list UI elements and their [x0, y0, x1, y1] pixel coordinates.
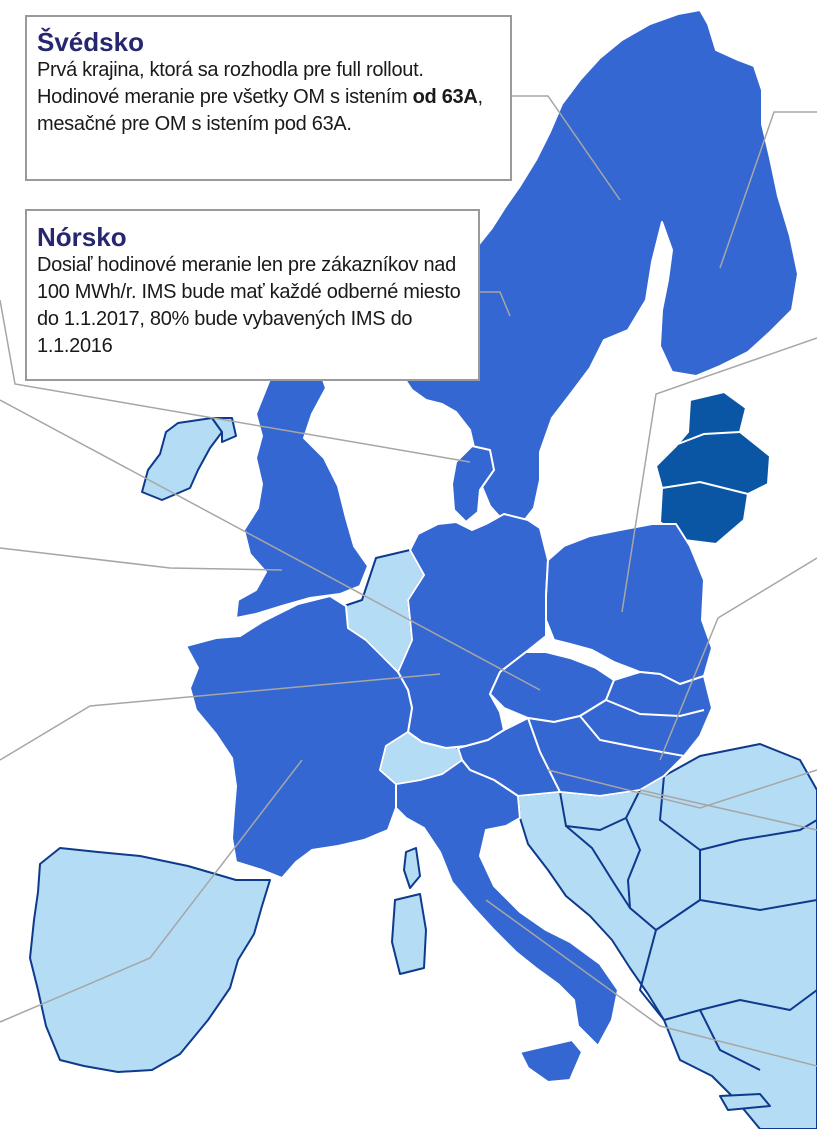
region-sardinia [391, 893, 427, 975]
callout-text: Dosiaľ hodinové meranie len pre zákazník… [37, 254, 461, 357]
region-great-britain [235, 361, 369, 619]
region-sicily [519, 1039, 583, 1083]
region-ireland [141, 417, 223, 501]
baltics [655, 391, 771, 545]
leader-lines [0, 95, 817, 1067]
callout-norway: Nórsko Dosiaľ hodinové meranie len pre z… [25, 209, 480, 381]
region-iberia [29, 847, 271, 1073]
balkan-borders [559, 775, 817, 1071]
region-denmark [451, 445, 495, 523]
region-baltics [655, 391, 771, 545]
callout-sweden: Švédsko Prvá krajina, ktorá sa rozhodla … [25, 15, 512, 181]
region-cyprus-crete [719, 1093, 771, 1111]
region-italy [395, 759, 619, 1047]
callout-title: Nórsko [37, 222, 127, 252]
rollout-countries [185, 9, 799, 1083]
region-corsica [403, 847, 421, 889]
region-northern-ireland [211, 417, 237, 443]
callout-text: Prvá krajina, ktorá sa rozhodla pre full… [37, 59, 483, 135]
callout-title: Švédsko [37, 27, 144, 57]
callout-bold-text: od 63A [412, 86, 478, 108]
